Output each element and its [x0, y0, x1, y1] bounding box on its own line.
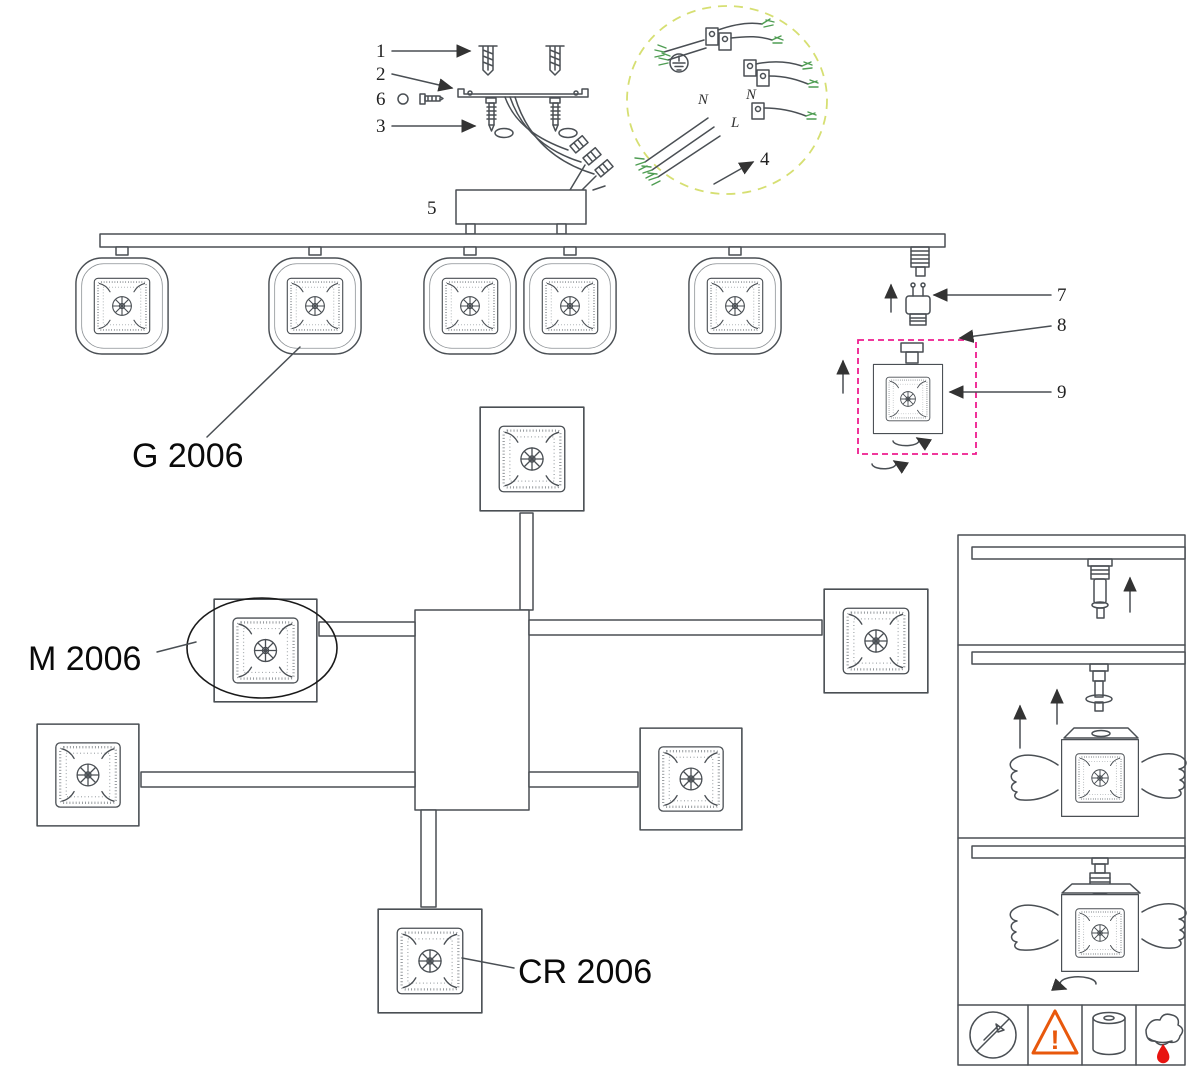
terminal-label-l: L	[730, 115, 739, 131]
arm-upper-left	[318, 621, 416, 637]
right-hand	[1141, 753, 1187, 799]
lampshade	[37, 724, 139, 826]
callout-2-leader	[391, 73, 454, 92]
lampshade	[214, 599, 317, 702]
callouts-top: 1 2 6 3 4 5	[376, 41, 770, 219]
detail-circle-outline	[626, 5, 828, 195]
twist-arrow	[1051, 976, 1097, 991]
warning-triangle-icon: !	[1031, 1009, 1079, 1055]
halogen-bulb-icon	[905, 282, 931, 326]
callout-6: 6	[376, 89, 386, 110]
strap-hole	[573, 90, 579, 96]
highlight-ellipse	[186, 597, 338, 699]
callout-7: 7	[1057, 285, 1067, 306]
lampshade	[1062, 895, 1139, 972]
wiring-detail-circle: N N L	[626, 5, 828, 195]
terminal-label-n1: N	[697, 92, 709, 108]
lampshade	[1062, 740, 1139, 817]
ceiling-canopy-plate	[455, 189, 587, 225]
stem-down	[420, 809, 437, 908]
socket-stub	[900, 342, 924, 364]
callout-3: 3	[376, 116, 386, 137]
wipe-dry-icon	[1145, 1013, 1184, 1064]
callout-9: 9	[1057, 382, 1067, 403]
twist-arrow	[892, 437, 933, 451]
arm-lower-right	[528, 771, 639, 788]
lampshade	[873, 364, 942, 433]
bulb-and-shade-detail	[836, 282, 977, 474]
threaded-nipple	[910, 246, 930, 277]
strap-hole	[467, 90, 473, 96]
arm-upper-right	[528, 619, 823, 636]
lampshade	[824, 589, 928, 693]
lampshade	[640, 728, 742, 830]
left-hand	[1009, 904, 1059, 951]
step-2-lift-shade	[971, 651, 1187, 817]
callouts-right: 7 8 9	[932, 285, 1067, 403]
callout-8-leader	[958, 325, 1052, 343]
no-sharp-tools-icon	[969, 1011, 1017, 1059]
callout-2: 2	[376, 64, 386, 85]
shade-top-face	[1063, 727, 1139, 739]
stripped-wire-ends	[634, 18, 819, 186]
left-hand	[1009, 754, 1059, 801]
canopy-stem	[465, 223, 476, 235]
model-label-g2006: G 2006	[132, 437, 244, 475]
mounting-hardware-detail	[397, 45, 614, 235]
shade-cylinder-icon	[1092, 1011, 1126, 1056]
stem	[519, 512, 534, 611]
mounting-strap	[457, 88, 589, 98]
central-canopy	[414, 609, 530, 811]
bar-chandelier	[76, 233, 946, 354]
model-label-m2006: M 2006	[28, 640, 141, 678]
twist-arrow	[871, 460, 910, 474]
exclamation-mark: !	[1051, 1025, 1060, 1055]
callout-4: 4	[760, 149, 770, 170]
terminal-label-n2: N	[745, 87, 757, 103]
lampshade	[269, 258, 361, 354]
lamp-wires	[504, 96, 614, 191]
model-label-cr2006: CR 2006	[518, 953, 652, 991]
step-1-attach-socket	[971, 546, 1186, 619]
instruction-panel: !	[957, 534, 1187, 1066]
lampshade	[378, 909, 482, 1013]
wall-anchor-icons	[478, 45, 565, 76]
icon-cell-dividers	[1027, 1004, 1137, 1066]
shade-stems	[115, 246, 742, 256]
cr2006-leader	[461, 957, 515, 969]
ground-symbol	[669, 53, 689, 73]
panel-border	[957, 534, 1186, 1066]
hook-screw-icons	[485, 97, 578, 139]
step-3-twist-shade	[971, 845, 1187, 991]
screw-icon	[397, 93, 444, 105]
shade-opening	[1091, 729, 1111, 738]
m2006-leader	[156, 641, 197, 653]
lampshade	[480, 407, 584, 511]
callout-5: 5	[427, 198, 437, 219]
canopy-stem	[556, 223, 567, 235]
shade-top-face	[1061, 883, 1141, 894]
panel-dividers	[957, 644, 1186, 1006]
g2006-leader	[206, 346, 301, 438]
cross-chandelier	[37, 407, 928, 1013]
callout-4-leader	[713, 161, 755, 185]
highlight-box	[857, 339, 977, 455]
callout-1: 1	[376, 41, 386, 62]
warning-icon-row: !	[969, 1004, 1184, 1066]
lampshade	[524, 258, 616, 354]
callout-8: 8	[1057, 315, 1067, 336]
lampshade	[689, 258, 781, 354]
lampshade	[424, 258, 516, 354]
terminal-blocks	[644, 22, 809, 178]
arm-lower-left	[140, 771, 416, 788]
lampshade	[76, 258, 168, 354]
right-hand	[1141, 903, 1187, 949]
chandelier-bar	[99, 233, 946, 248]
water-drop-icon	[1157, 1044, 1170, 1064]
